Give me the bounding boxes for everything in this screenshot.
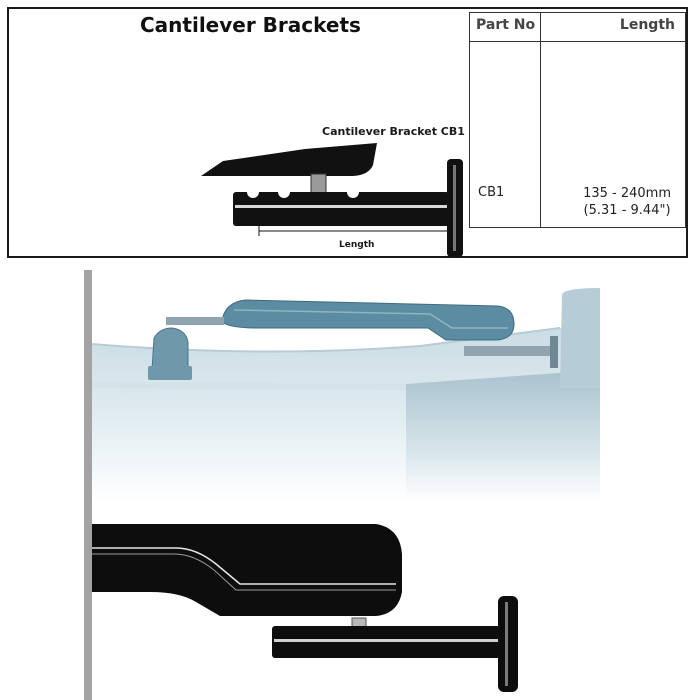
wall-shape (84, 270, 92, 700)
right-tower-shape (560, 288, 600, 388)
bracket-bar-highlight (235, 205, 447, 208)
lower-bar-highlight (274, 639, 506, 642)
band-shape (92, 382, 406, 390)
blue-scene-plate (550, 336, 558, 368)
table-column-divider (540, 13, 541, 227)
page-title: Cantilever Brackets (140, 13, 361, 37)
bracket-diagram: Cantilever Bracket CB1 Length (201, 125, 465, 257)
bracket-label: Cantilever Bracket CB1 (322, 125, 465, 138)
lower-end-plate-highlight (505, 602, 508, 686)
bar-notch-3 (347, 186, 359, 198)
length-in: (5.31 - 9.44") (583, 203, 671, 218)
table-header-divider (470, 41, 685, 42)
column-header-length: Length (619, 17, 675, 33)
roof-bar-stripe (233, 309, 508, 329)
table-cell-part-no: CB1 (478, 185, 505, 200)
dimension-label: Length (339, 240, 374, 250)
roof-bar-shape (221, 299, 515, 341)
surface-edge (91, 327, 561, 353)
foot-base-shape (148, 366, 192, 380)
bar-notch-1 (247, 186, 259, 198)
bracket-body-stripe (92, 547, 396, 585)
length-mm: 135 - 240mm (583, 186, 671, 201)
bracket-bar-shape (233, 192, 449, 226)
clamp-body-shape (201, 143, 377, 176)
spec-panel: Cantilever Brackets Cantilever Bracket C… (7, 7, 688, 258)
bracket-body-shape (92, 524, 402, 616)
right-block-shape (406, 370, 600, 502)
table-cell-length: 135 - 240mm (5.31 - 9.44") (583, 185, 671, 219)
blue-scene-bar (464, 346, 556, 356)
foot-rod-shape (166, 317, 224, 325)
end-plate-highlight (453, 165, 456, 251)
column-header-part-no: Part No (476, 17, 536, 33)
spec-table: Part No Length CB1 135 - 240mm (5.31 - 9… (469, 12, 686, 228)
foot-shape (151, 327, 189, 371)
bracket-body-stripe-2 (92, 553, 396, 591)
bar-notch-2 (278, 186, 290, 198)
installation-illustration (84, 270, 600, 700)
